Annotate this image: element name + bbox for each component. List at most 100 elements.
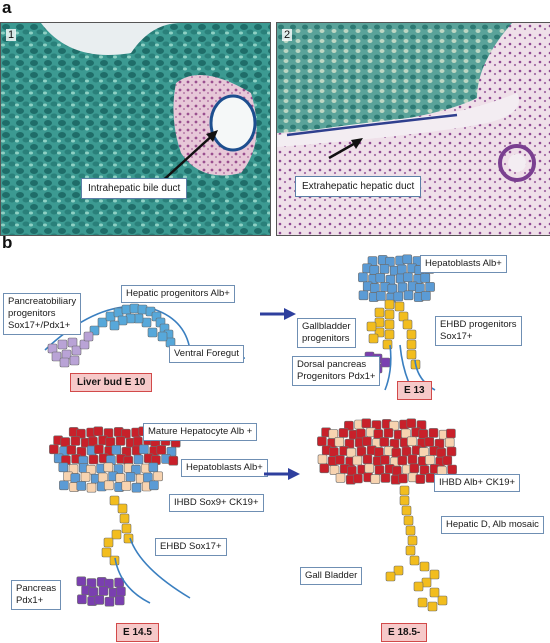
liver-cell xyxy=(444,437,455,448)
hepatic-progenitor-cell xyxy=(97,317,108,328)
pancreatobiliary-cell xyxy=(71,345,82,356)
ehbd-cell xyxy=(117,503,128,514)
ihbd-cell xyxy=(103,462,114,473)
pancreas-cell xyxy=(76,576,87,587)
biliary-cell xyxy=(399,495,410,506)
photo-1-number: 1 xyxy=(6,29,17,41)
liver-cell xyxy=(379,437,390,447)
gallbladder-line-2: progenitors xyxy=(302,333,350,344)
liver-cell xyxy=(329,465,340,475)
ehbd-cell xyxy=(111,529,122,540)
biliary-cell xyxy=(399,485,410,496)
biliary-cell xyxy=(394,301,405,312)
ehbd-cell xyxy=(103,537,114,548)
biliary-cell xyxy=(427,601,438,612)
dorsal-line-1: Dorsal pancreas xyxy=(297,359,367,370)
pancreas-cell xyxy=(116,586,126,597)
pancreas-cell xyxy=(94,595,105,605)
ehbd-progenitors-label: EHBD progenitors Sox17+ xyxy=(435,316,522,346)
biliary-cell xyxy=(366,321,377,332)
liver-cell xyxy=(380,473,391,483)
intrahepatic-bile-duct-label: Intrahepatic bile duct xyxy=(81,178,188,199)
dorsal-line-2: Progenitors Pdx1+ xyxy=(297,371,376,382)
ehbd-cell xyxy=(109,555,120,566)
arrow-e10-to-e13-icon xyxy=(260,308,296,320)
liver-cell xyxy=(425,455,435,465)
biliary-cell xyxy=(413,581,424,592)
liver-cell xyxy=(407,436,417,447)
hepatoblast-cell xyxy=(403,290,414,301)
biliary-cell xyxy=(384,299,395,310)
hepatic-progenitor-cell xyxy=(157,331,168,342)
liver-cell xyxy=(66,445,77,455)
gallbladder-progenitors-label: Gallbladder progenitors xyxy=(297,318,356,348)
pancreatobiliary-cell xyxy=(83,331,94,342)
hepatoblast-cell xyxy=(358,272,368,283)
ihbd-cell xyxy=(104,480,114,491)
photo-intrahepatic-bile-duct: 1 Intrahepatic bile duct xyxy=(0,22,271,236)
pancreas-e145-label: Pancreas Pdx1+ xyxy=(11,580,62,610)
liver-cell xyxy=(383,428,394,438)
pancreatobiliary-cell xyxy=(47,343,58,354)
liver-cell xyxy=(94,444,104,455)
arrow-e145-to-e185-icon xyxy=(264,468,300,480)
pancreas-cell xyxy=(77,594,87,605)
pancreatobiliary-progenitors-label: Pancreatobiliary progenitors Sox17+/Pdx1… xyxy=(3,293,82,335)
biliary-cell xyxy=(402,319,413,330)
extrahepatic-hepatic-duct-label: Extrahepatic hepatic duct xyxy=(295,176,422,197)
ihbd-cell xyxy=(59,480,69,491)
stage-label-e185: E 18.5- xyxy=(381,623,428,642)
gallbladder-line-1: Gallbladder xyxy=(302,321,351,332)
biliary-cell xyxy=(384,329,395,340)
dorsal-pancreas-label: Dorsal pancreas Progenitors Pdx1+ xyxy=(292,356,381,386)
biliary-cell xyxy=(374,317,385,328)
foregut-line xyxy=(384,344,392,391)
liver-cell xyxy=(389,420,399,431)
pancreatobiliary-cell xyxy=(67,337,78,348)
ventral-foregut-label: Ventral Foregut xyxy=(169,345,244,363)
liver-cell xyxy=(415,474,426,484)
ehbd-cell xyxy=(101,547,112,558)
ihbd-cell xyxy=(86,464,96,475)
hepatoblast-cell xyxy=(358,290,369,301)
ehbd-line-2: Sox17+ xyxy=(440,331,473,342)
biliary-cell xyxy=(393,565,404,576)
biliary-cell xyxy=(421,577,432,588)
hepatic-progenitor-cell xyxy=(121,304,132,315)
ehbd-cell xyxy=(121,523,132,534)
liver-cell xyxy=(88,454,99,465)
pancreatobiliary-cell xyxy=(51,351,62,362)
ihbd-e145-label: IHBD Sox9+ CK19+ xyxy=(169,494,264,512)
liver-cell xyxy=(335,473,346,483)
pancreatobiliary-cell xyxy=(59,357,70,368)
foregut-line xyxy=(114,557,151,604)
mature-hepatocyte-label: Mature Hepatocyte Alb + xyxy=(143,423,258,441)
liver-cell xyxy=(397,455,408,466)
foregut-line xyxy=(414,359,436,391)
biliary-cell xyxy=(368,333,379,344)
gall-bladder-label: Gall Bladder xyxy=(300,567,363,585)
pancreas-cell xyxy=(104,578,114,589)
hepatic-progenitor-cell xyxy=(129,303,140,314)
liver-cell xyxy=(362,454,373,465)
foregut-line xyxy=(129,537,191,599)
biliary-cell xyxy=(405,525,416,536)
biliary-cell xyxy=(406,329,417,340)
liver-cell xyxy=(335,455,345,465)
liver-cell xyxy=(139,444,149,455)
hepatic-progenitor-cell xyxy=(113,307,124,318)
ihbd-cell xyxy=(149,480,159,491)
hepatoblast-cell xyxy=(375,273,386,283)
biliary-cell xyxy=(384,309,395,320)
hepatic-progenitor-cell xyxy=(137,304,148,315)
liver-cell xyxy=(115,436,126,446)
ehbd-cell xyxy=(109,495,120,506)
photo-extrahepatic-hepatic-duct: 2 Extrahepatic hepatic duct xyxy=(276,22,550,236)
stage-label-e145: E 14.5 xyxy=(116,623,159,642)
biliary-cell xyxy=(374,307,385,318)
liver-cell xyxy=(447,464,457,475)
hepatoblast-cell xyxy=(402,254,413,265)
panel-a-letter: a xyxy=(2,0,12,17)
liver-cell xyxy=(356,446,367,457)
pancreas-line-1: Pancreas xyxy=(16,583,57,594)
